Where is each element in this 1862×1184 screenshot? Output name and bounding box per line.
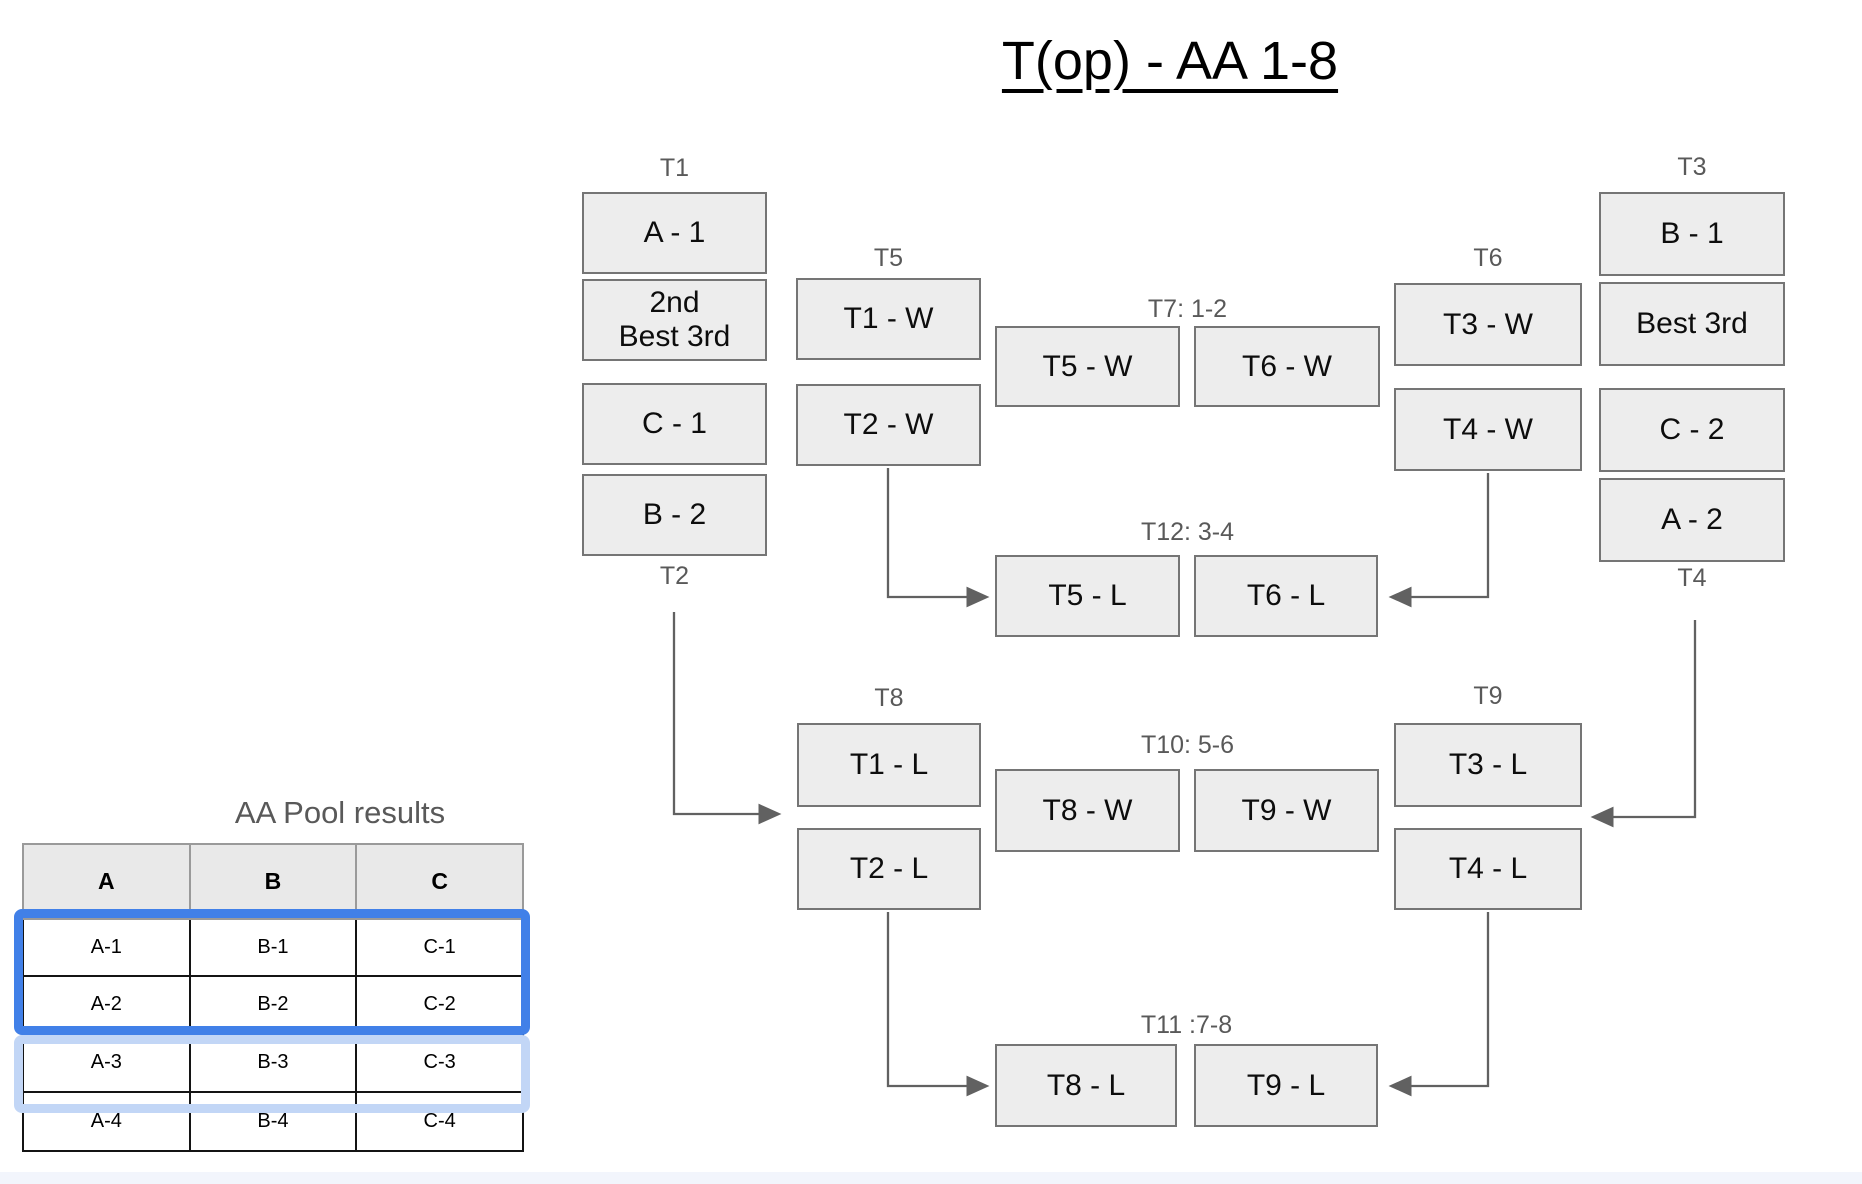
seed-box-a-1: A - 1 <box>582 192 767 274</box>
match-label-t5: T5 <box>873 244 904 272</box>
table-row: A-1 B-1 C-1 <box>22 918 524 977</box>
match-box-t2-w: T2 - W <box>796 384 981 466</box>
connector-t8-to-t11 <box>886 912 990 1097</box>
pool-cell: C-1 <box>355 918 524 977</box>
pool-cell: A-1 <box>22 918 191 977</box>
pool-header-c: C <box>355 843 524 920</box>
match-box-t2-l: T2 - L <box>797 828 981 910</box>
match-box-t6-l: T6 - L <box>1194 555 1378 637</box>
match-label-t6: T6 <box>1473 244 1503 272</box>
seed-box-a-2: A - 2 <box>1599 478 1785 562</box>
table-row: A-4 B-4 C-4 <box>22 1091 524 1152</box>
match-label-t10: T10: 5-6 <box>1140 731 1235 759</box>
pool-results-title: AA Pool results <box>234 795 446 830</box>
seed-box-c-2: C - 2 <box>1599 388 1785 472</box>
match-box-t8-w: T8 - W <box>995 769 1180 852</box>
pool-cell: B-1 <box>188 918 358 977</box>
match-box-t8-l: T8 - L <box>995 1044 1177 1127</box>
seed-box-b-1: B - 1 <box>1599 192 1785 276</box>
qualified-rows-highlight <box>14 909 530 1035</box>
table-row: A-2 B-2 C-2 <box>22 975 524 1034</box>
match-box-t4-w: T4 - W <box>1394 388 1582 471</box>
match-label-t11: T11 :7-8 <box>1140 1011 1233 1039</box>
match-label-t12: T12: 3-4 <box>1140 518 1235 546</box>
match-box-t4-l: T4 - L <box>1394 828 1582 910</box>
pool-cell: A-4 <box>22 1091 191 1152</box>
match-label-t9: T9 <box>1473 682 1503 710</box>
connector-t9-to-t11 <box>1388 912 1490 1097</box>
pool-header-row: A B C <box>22 843 524 920</box>
third-place-row-highlight <box>14 1035 530 1113</box>
match-box-t9-l: T9 - L <box>1194 1044 1378 1127</box>
seed-box-c-1: C - 1 <box>582 383 767 465</box>
match-box-t9-w: T9 - W <box>1194 769 1379 852</box>
pool-results-table: A B C A-1 B-1 C-1 A-2 B-2 C-2 A-3 B-3 C-… <box>22 843 524 1152</box>
pool-label-t2: T2 <box>659 562 690 590</box>
connector-t5-to-t12 <box>886 468 990 608</box>
connector-t2-to-t8 <box>672 612 782 825</box>
pool-label-t4: T4 <box>1677 564 1707 592</box>
pool-cell: C-2 <box>355 975 524 1034</box>
pool-header-b: B <box>188 843 358 920</box>
seed-box-2nd-best-3rd: 2nd Best 3rd <box>582 279 767 361</box>
page-title: T(op) - AA 1-8 <box>1001 31 1339 91</box>
match-box-t5-l: T5 - L <box>995 555 1180 637</box>
pool-cell: B-4 <box>188 1091 358 1152</box>
match-box-t1-w: T1 - W <box>796 278 981 360</box>
match-label-t7: T7: 1-2 <box>1147 295 1228 323</box>
match-label-t8: T8 <box>874 684 904 712</box>
pool-label-t1: T1 <box>659 154 690 182</box>
seed-box-best-3rd: Best 3rd <box>1599 282 1785 366</box>
pool-label-t3: T3 <box>1677 153 1707 181</box>
connector-t4-to-t9 <box>1590 620 1697 828</box>
connector-t6-to-t12 <box>1388 473 1490 608</box>
match-box-t1-l: T1 - L <box>797 723 981 807</box>
pool-cell: B-2 <box>188 975 358 1034</box>
footer-strip <box>0 1172 1862 1184</box>
seed-box-b-2: B - 2 <box>582 474 767 556</box>
pool-cell: C-4 <box>355 1091 524 1152</box>
pool-cell: A-2 <box>22 975 191 1034</box>
match-box-t5-w: T5 - W <box>995 326 1180 407</box>
match-box-t3-w: T3 - W <box>1394 283 1582 366</box>
pool-header-a: A <box>22 843 191 920</box>
match-box-t6-w: T6 - W <box>1194 326 1380 407</box>
match-box-t3-l: T3 - L <box>1394 723 1582 807</box>
